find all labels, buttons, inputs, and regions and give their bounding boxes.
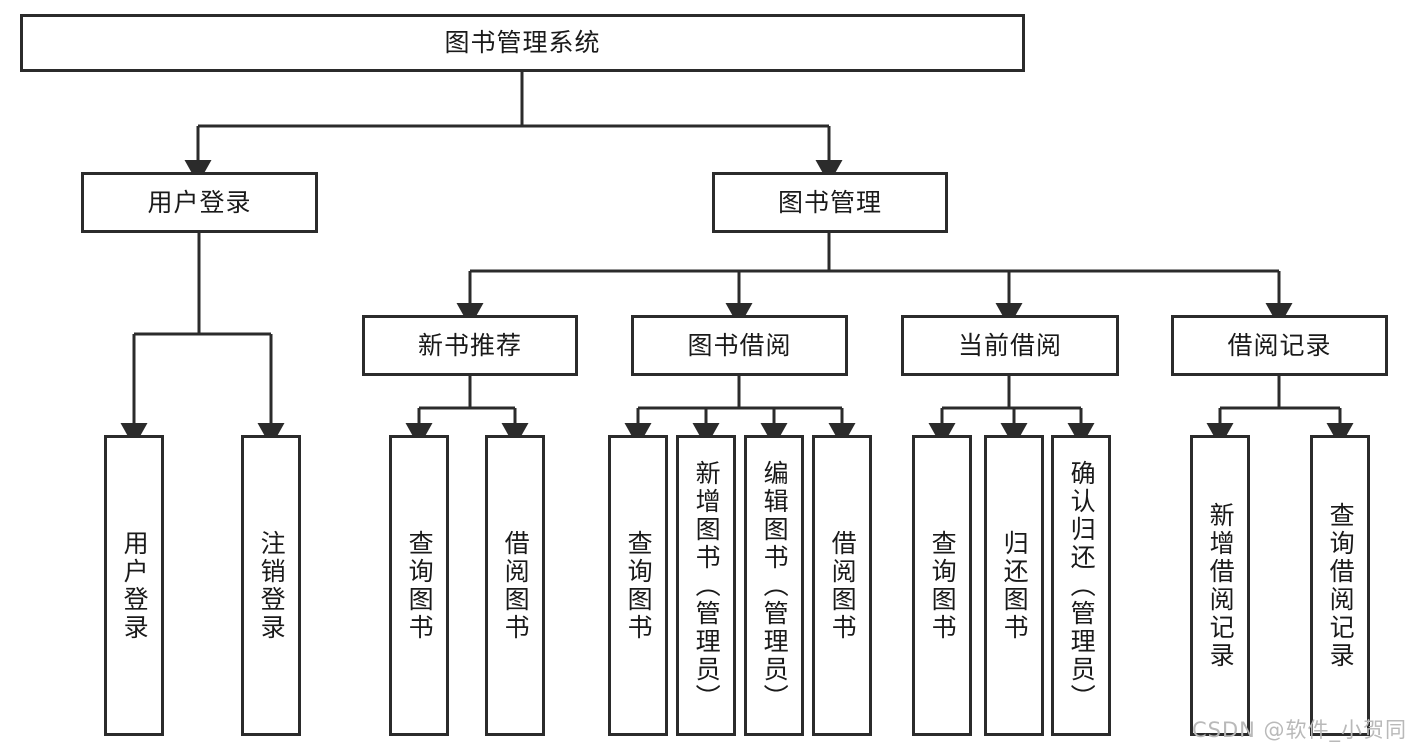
node-label: 查询图书 — [624, 529, 654, 642]
node-label: 确认归还（管理员） — [1067, 459, 1097, 712]
leaf-query-book-newbook[interactable]: 查询图书 — [389, 435, 449, 736]
leaf-lend-book[interactable]: 借阅图书 — [812, 435, 872, 736]
node-label: 借阅记录 — [1227, 330, 1332, 360]
node-label: 图书管理系统 — [444, 28, 601, 58]
leaf-edit-book-admin[interactable]: 编辑图书（管理员） — [744, 435, 804, 736]
node-label: 注销登录 — [257, 529, 287, 642]
leaf-confirm-return-admin[interactable]: 确认归还（管理员） — [1051, 435, 1111, 736]
node-label: 当前借阅 — [957, 330, 1062, 360]
csdn-watermark: CSDN @软件_小贺同学 — [1192, 718, 1405, 742]
node-book-management[interactable]: 图书管理 — [712, 172, 948, 233]
node-label: 新增借阅记录 — [1206, 501, 1236, 670]
node-label: 编辑图书（管理员） — [760, 459, 790, 712]
node-borrowing-records[interactable]: 借阅记录 — [1171, 315, 1388, 376]
leaf-add-book-admin[interactable]: 新增图书（管理员） — [676, 435, 736, 736]
node-label: 查询图书 — [928, 529, 958, 642]
leaf-borrow-book-newbook[interactable]: 借阅图书 — [485, 435, 545, 736]
node-new-book-recommendation[interactable]: 新书推荐 — [362, 315, 578, 376]
node-label: 查询借阅记录 — [1326, 501, 1356, 670]
leaf-query-book-borrow[interactable]: 查询图书 — [608, 435, 668, 736]
node-user-login[interactable]: 用户登录 — [81, 172, 318, 233]
node-root-book-management-system[interactable]: 图书管理系统 — [20, 14, 1025, 72]
node-label: 查询图书 — [405, 529, 435, 642]
node-label: 借阅图书 — [828, 529, 858, 642]
leaf-logout[interactable]: 注销登录 — [241, 435, 301, 736]
node-label: 图书借阅 — [687, 330, 792, 360]
node-label: 归还图书 — [1000, 529, 1030, 642]
node-current-borrowing[interactable]: 当前借阅 — [901, 315, 1119, 376]
node-label: 用户登录 — [120, 529, 150, 642]
node-label: 新书推荐 — [417, 330, 522, 360]
node-label: 新增图书（管理员） — [692, 459, 722, 712]
leaf-query-borrow-record[interactable]: 查询借阅记录 — [1310, 435, 1370, 736]
leaf-add-borrow-record[interactable]: 新增借阅记录 — [1190, 435, 1250, 736]
node-label: 图书管理 — [777, 187, 882, 217]
leaf-user-login[interactable]: 用户登录 — [104, 435, 164, 736]
leaf-return-book[interactable]: 归还图书 — [984, 435, 1044, 736]
node-label: 借阅图书 — [501, 529, 531, 642]
leaf-query-book-current[interactable]: 查询图书 — [912, 435, 972, 736]
node-label: 用户登录 — [147, 187, 252, 217]
node-book-borrowing[interactable]: 图书借阅 — [631, 315, 848, 376]
